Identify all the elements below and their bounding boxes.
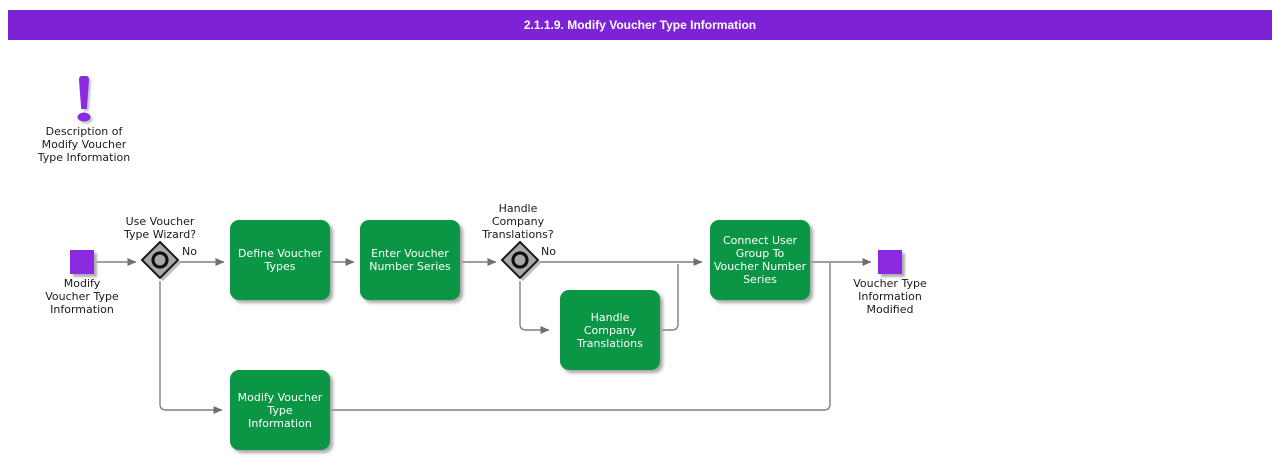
diamond-shape [500, 240, 540, 280]
connector-decision1-yes-to-modify [159, 281, 223, 414]
diamond-shape [140, 240, 180, 280]
connector-handle-to-main-line [661, 264, 679, 331]
connector-decision2-yes-to-handle [519, 281, 550, 334]
decision2-no-label: No [541, 245, 556, 258]
connector-modify-to-end-line [331, 263, 831, 411]
activity-modify-voucher-type-information[interactable]: Modify Voucher Type Information [230, 370, 330, 450]
activity-define-voucher-types[interactable]: Define Voucher Types [230, 220, 330, 300]
end-event-label: Voucher Type Information Modified [853, 277, 927, 316]
activity-label: Connect User Group To Voucher Number Ser… [713, 234, 807, 286]
decision1-question-label: Use Voucher Type Wizard? [123, 215, 197, 241]
activity-label: Enter Voucher Number Series [369, 247, 451, 273]
activity-enter-voucher-number-series[interactable]: Enter Voucher Number Series [360, 220, 460, 300]
start-event-label: Modify Voucher Type Information [45, 277, 119, 316]
decision2-question-label: Handle Company Translations? [482, 202, 554, 241]
activity-label: Handle Company Translations [577, 310, 643, 350]
end-event-square [878, 250, 902, 274]
decision-use-voucher-type-wizard [140, 240, 181, 281]
page-title: 2.1.1.9. Modify Voucher Type Information [523, 18, 757, 32]
activity-connect-user-group[interactable]: Connect User Group To Voucher Number Ser… [710, 220, 810, 300]
decision-ring-icon [151, 251, 169, 269]
activity-label: Modify Voucher Type Information [237, 390, 323, 430]
activity-label: Define Voucher Types [237, 247, 323, 273]
start-event-square [70, 250, 94, 274]
decision-handle-company-translations [500, 240, 541, 281]
decision-ring-icon [511, 251, 529, 269]
exclamation-icon[interactable] [64, 72, 104, 124]
activity-handle-company-translations[interactable]: Handle Company Translations [560, 290, 660, 370]
decision1-no-label: No [182, 245, 197, 258]
description-note-label: Description of Modify Voucher Type Infor… [37, 125, 131, 164]
diagram-title-bar: 2.1.1.9. Modify Voucher Type Information [8, 10, 1272, 40]
